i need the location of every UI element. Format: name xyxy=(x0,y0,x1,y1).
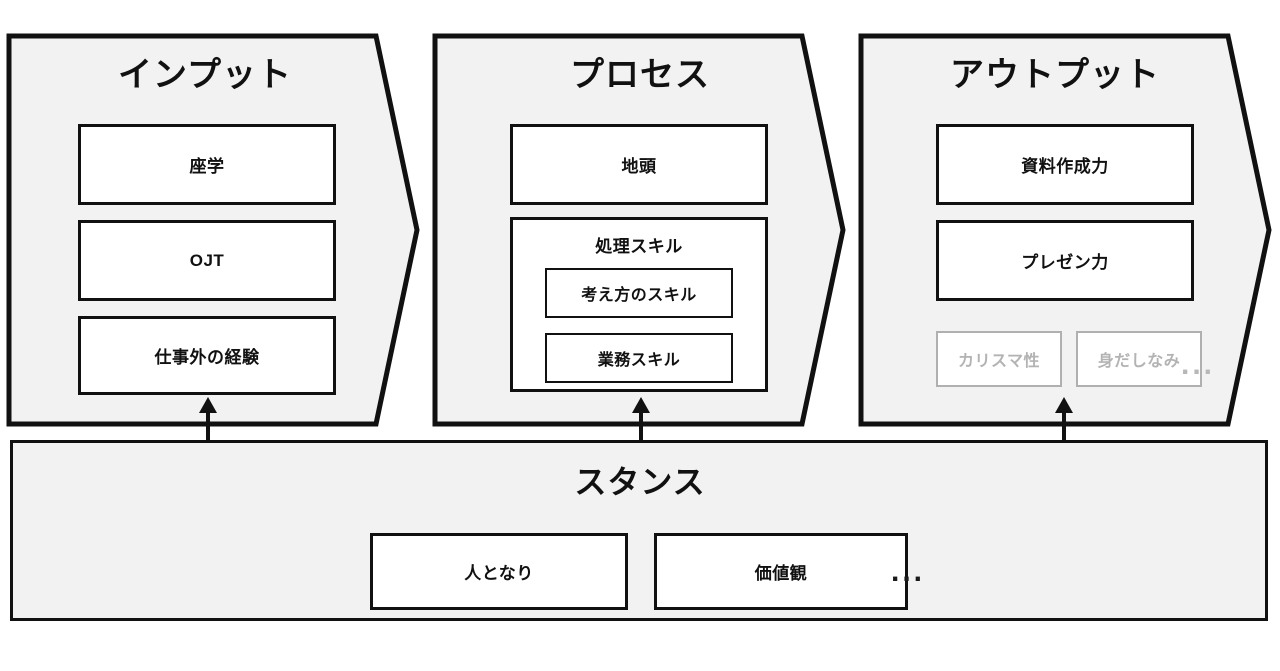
input-item-1[interactable]: OJT xyxy=(78,220,336,301)
process-group-label: 処理スキル xyxy=(595,237,683,256)
panel-output-title: アウトプット xyxy=(950,56,1160,94)
panel-stance[interactable] xyxy=(10,440,1268,621)
panel-stance-title: スタンス xyxy=(574,464,706,500)
output-item-0[interactable]: 資料作成力 xyxy=(936,124,1194,205)
output-item-1[interactable]: プレゼン力 xyxy=(936,220,1194,301)
process-item-0[interactable]: 地頭 xyxy=(510,124,768,205)
process-group-item-1[interactable]: 業務スキル xyxy=(545,333,733,383)
stance-item-0[interactable]: 人となり xyxy=(370,533,628,610)
input-item-2[interactable]: 仕事外の経験 xyxy=(78,316,336,395)
output-ghost-item-0[interactable]: カリスマ性 xyxy=(936,331,1062,387)
panel-process-title: プロセス xyxy=(570,56,710,94)
process-group-item-0[interactable]: 考え方のスキル xyxy=(545,268,733,318)
panel-input-title: インプット xyxy=(118,56,292,94)
output-ghost-item-1[interactable]: 身だしなみ xyxy=(1076,331,1202,387)
input-item-0[interactable]: 座学 xyxy=(78,124,336,205)
stance-item-1[interactable]: 価値観 xyxy=(654,533,908,610)
stance-ellipsis: ... xyxy=(891,555,926,588)
output-ellipsis: ... xyxy=(1181,348,1216,381)
